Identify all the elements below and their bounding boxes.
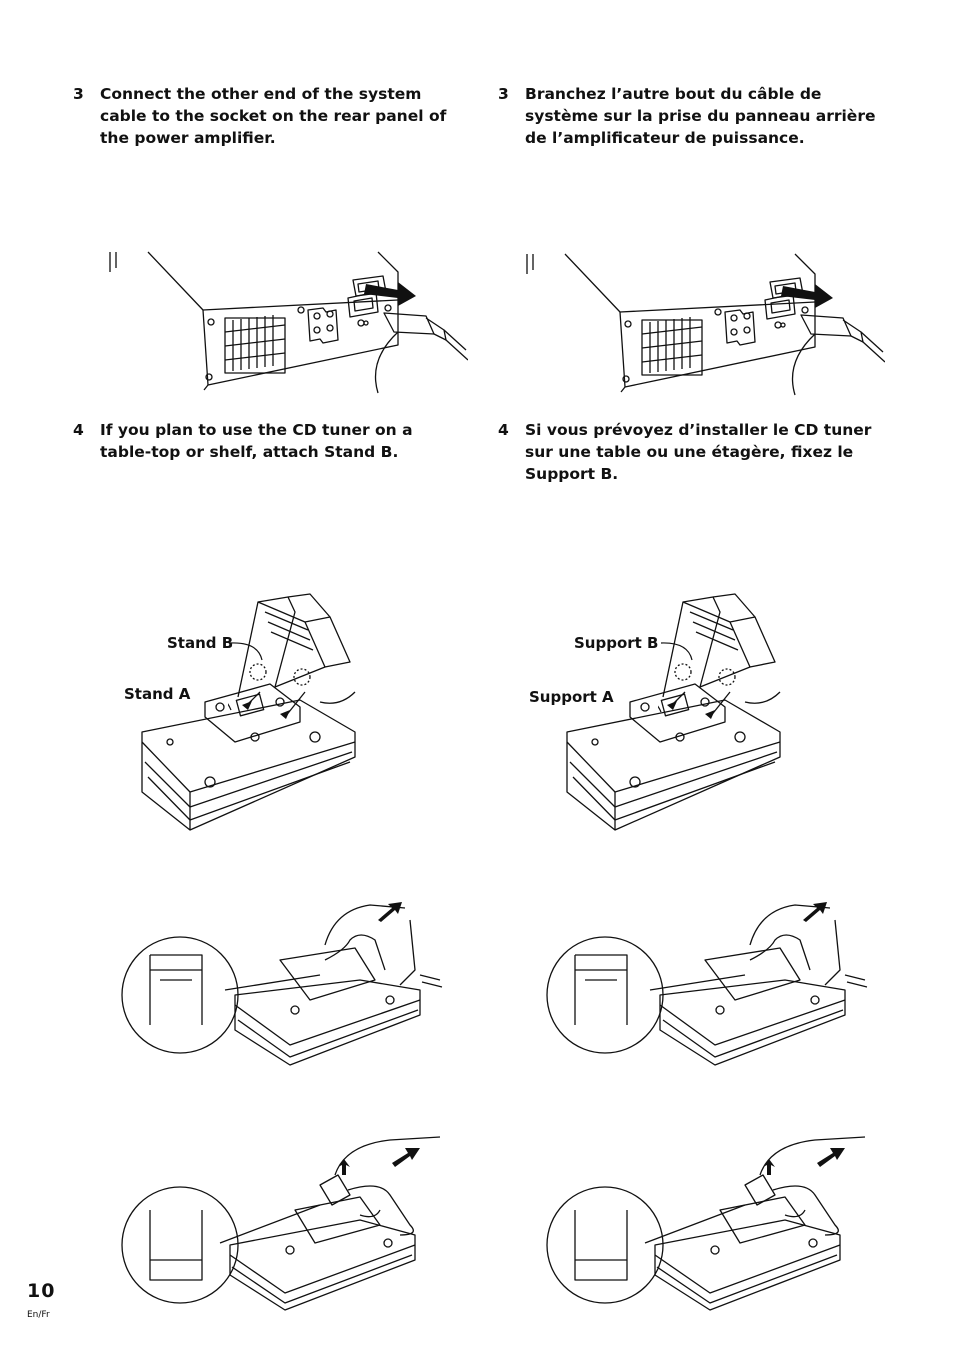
step-text: Branchez l’autre bout du câble de systèm… xyxy=(525,85,876,147)
stand-attach-step-b-en xyxy=(120,1135,450,1335)
step-number: 3 xyxy=(73,85,84,103)
tuner-stand-illustration-en xyxy=(130,592,370,842)
support-b-label: Support B xyxy=(574,634,659,652)
label-leaders-en xyxy=(228,642,263,711)
step-text: Si vous prévoyez d’installer le CD tuner… xyxy=(525,421,872,483)
step-text: Connect the other end of the system cabl… xyxy=(100,85,447,147)
stand-b-label: Stand B xyxy=(167,634,234,652)
stand-attach-step-a-en xyxy=(120,900,450,1100)
tuner-support-illustration-fr xyxy=(555,592,795,842)
amplifier-rear-illustration-en xyxy=(108,250,468,395)
step-number: 4 xyxy=(73,421,84,439)
support-a-label: Support A xyxy=(529,688,614,706)
support-attach-step-a-fr xyxy=(545,900,875,1100)
label-leaders-fr xyxy=(658,642,693,713)
support-attach-step-b-fr xyxy=(545,1135,875,1335)
step-text: If you plan to use the CD tuner on a tab… xyxy=(100,421,413,461)
step-number: 3 xyxy=(498,85,509,103)
page-number: 10 xyxy=(27,1280,56,1302)
step-number: 4 xyxy=(498,421,509,439)
amplifier-rear-illustration-fr xyxy=(525,252,885,397)
stand-a-label: Stand A xyxy=(124,685,191,703)
language-code: En/Fr xyxy=(27,1310,50,1320)
